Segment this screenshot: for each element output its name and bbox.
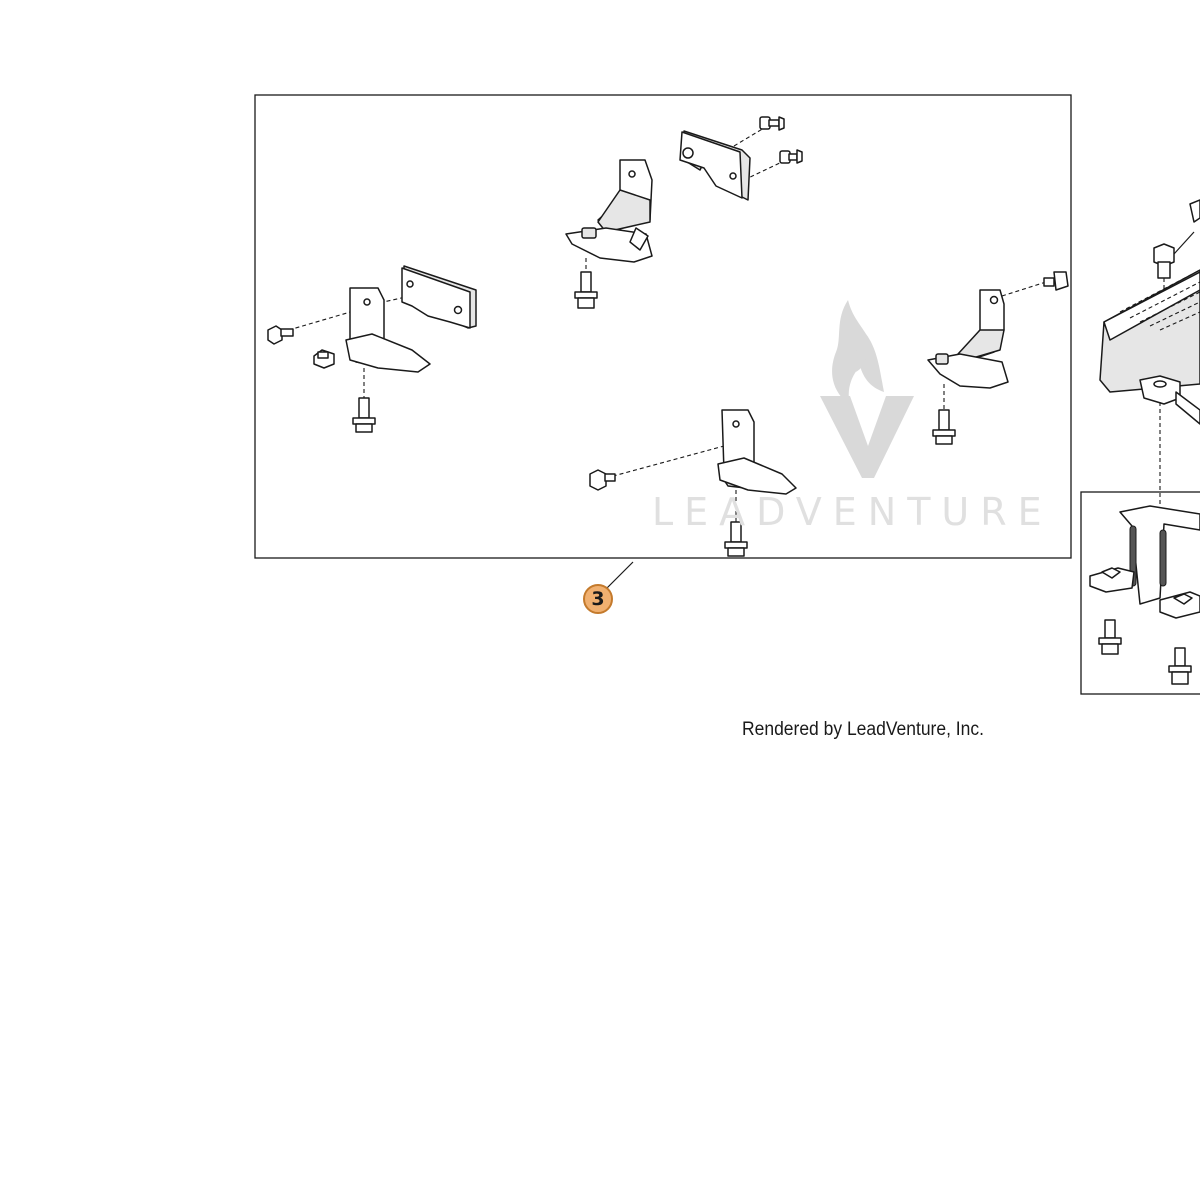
- assembly-frame: [254, 94, 1072, 559]
- bracket-assembly-left: [267, 265, 477, 433]
- flange-bolt-icon: [313, 349, 335, 369]
- flange-bolt-icon: [1043, 271, 1069, 291]
- bracket-assembly-bottom: [589, 409, 797, 557]
- flange-bolt-icon: [574, 271, 598, 309]
- flange-bolt-icon: [1168, 647, 1192, 685]
- flange-bolt-icon: [589, 469, 616, 491]
- watermark-logo: [820, 300, 914, 478]
- bracket-assembly-top: [565, 116, 803, 309]
- flange-bolt-icon: [759, 116, 785, 131]
- flange-bolt-icon: [267, 325, 294, 345]
- heatsink-assembly: [1099, 199, 1200, 508]
- flange-bolt-icon: [779, 149, 803, 164]
- detail-frame: [1080, 491, 1200, 695]
- watermark-text: LEADVENTURE: [652, 490, 1053, 534]
- flange-bolt-icon: [724, 521, 748, 557]
- u-bracket-assembly: [1089, 505, 1200, 685]
- flange-bolt-icon: [932, 409, 956, 445]
- callout-3-leader: [606, 561, 634, 589]
- bracket-assembly-right: [927, 271, 1069, 445]
- flange-bolt-icon: [1153, 243, 1175, 279]
- flange-bolt-icon: [352, 397, 376, 433]
- flange-bolt-icon: [1098, 619, 1122, 655]
- callout-3[interactable]: 3: [583, 584, 613, 614]
- render-credit: Rendered by LeadVenture, Inc.: [742, 719, 984, 740]
